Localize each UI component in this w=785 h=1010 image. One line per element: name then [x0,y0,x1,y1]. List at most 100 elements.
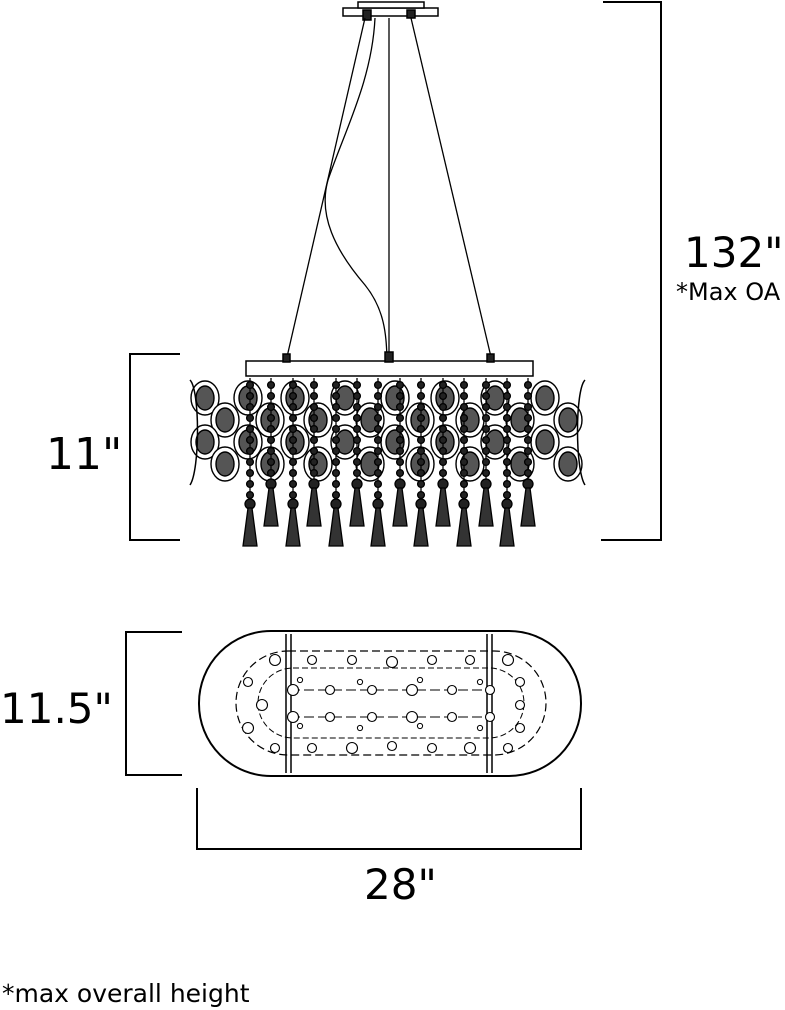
bead [331,479,341,489]
bead [309,435,319,445]
bead-small [476,678,484,686]
bead [331,380,341,390]
bead-top [385,655,399,669]
bead [331,402,341,412]
bead [502,402,512,412]
bead-small [476,724,484,732]
bead [309,402,319,412]
bead [481,468,491,478]
bead [395,424,405,434]
bead [309,424,319,434]
ceiling-canopy [342,1,439,21]
tassel [328,507,344,547]
bead-top [446,684,458,696]
bead [266,424,276,434]
tassel [263,487,279,527]
fixture-side-view [189,378,586,547]
bead [352,413,362,423]
bead [416,468,426,478]
tassel [456,507,472,547]
bead [395,435,405,445]
tassel [285,507,301,547]
bead [373,446,383,456]
bead [459,468,469,478]
bead [502,446,512,456]
bead [416,435,426,445]
bead-top [286,710,300,724]
bead-top [514,722,526,734]
bead [523,391,533,401]
bead [352,380,362,390]
bead [288,380,298,390]
bead [373,424,383,434]
bead [245,468,255,478]
suspension-cables [286,17,492,358]
bead [395,402,405,412]
bead [288,402,298,412]
bead [245,479,255,489]
bead-top [446,711,458,723]
bead [395,413,405,423]
bead [502,424,512,434]
bead [395,446,405,456]
bead [459,413,469,423]
bead [288,490,298,500]
bead [481,435,491,445]
bead-top [324,711,336,723]
bead [331,424,341,434]
depth-label: 11.5" [0,684,113,733]
bead [373,380,383,390]
bead-top [268,653,282,667]
bead [245,457,255,467]
bead [502,435,512,445]
bead [266,468,276,478]
bead [502,391,512,401]
bead [352,435,362,445]
lattice-mesh [558,407,578,433]
bead-top [306,654,318,666]
bead-small [356,678,364,686]
bead [245,490,255,500]
bead-top [286,683,300,697]
bead [309,380,319,390]
bead [502,490,512,500]
tassel [242,507,258,547]
overall-height-note: *Max OA [676,278,781,306]
bead [373,391,383,401]
panel-edge-right [576,379,586,486]
bead-top [501,653,515,667]
width-bracket [196,788,582,850]
bead [395,468,405,478]
bead-top [386,740,398,752]
bead-top [514,676,526,688]
tassel [499,507,515,547]
bead [416,457,426,467]
bead [288,468,298,478]
bead [459,435,469,445]
bead [373,435,383,445]
bead [481,424,491,434]
bead [459,457,469,467]
bead [331,446,341,456]
bead [288,457,298,467]
tassel [520,487,536,527]
bead-top [306,742,318,754]
depth-bracket [125,631,182,776]
bead [288,435,298,445]
bead-top [269,742,281,754]
bead-top [464,654,476,666]
fixture-bottom-view [198,630,582,777]
bead [416,446,426,456]
bead [373,479,383,489]
bead [459,479,469,489]
bead [245,413,255,423]
bead [352,468,362,478]
lattice-mesh [558,451,578,477]
footnote: *max overall height [2,979,250,1008]
bead-top [241,721,255,735]
bead [266,457,276,467]
bead [373,457,383,467]
tassel [435,487,451,527]
bead [309,446,319,456]
